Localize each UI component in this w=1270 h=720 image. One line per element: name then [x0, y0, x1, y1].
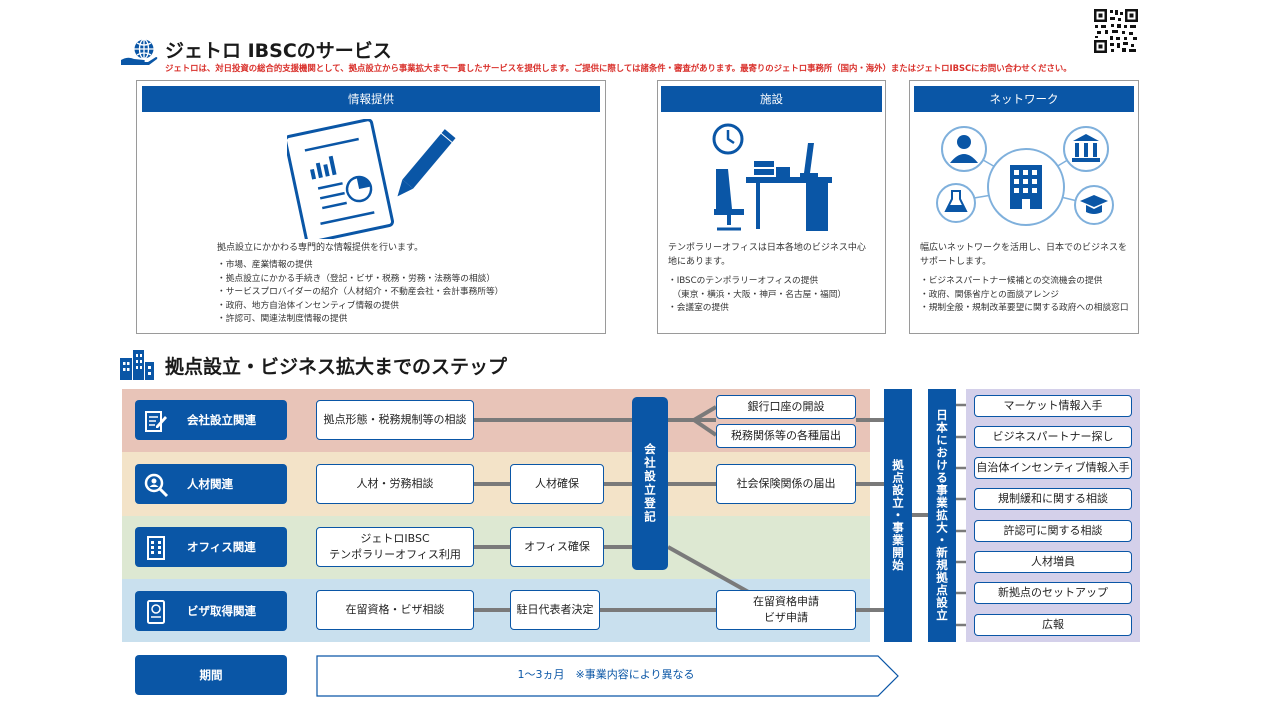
business-start-label: 拠点設立・事業開始 [891, 459, 905, 572]
expansion-item: ビジネスパートナー探し [974, 426, 1132, 448]
list-item: ・拠点設立にかかる手続き（登記・ビザ・税務・労務・法務等の相談） [217, 273, 495, 284]
list-item: ・市場、産業情報の提供 [217, 260, 313, 270]
expansion-bar: 日本における事業拡大・新規拠点設立 [928, 389, 956, 642]
expansion-item: 規制緩和に関する相談 [974, 488, 1132, 510]
step-visa-apply: 在留資格申請 ビザ申請 [716, 590, 856, 630]
card-network-title: ネットワーク [914, 86, 1134, 112]
card-facilities-title: 施設 [661, 86, 882, 112]
document-chart-icon [287, 119, 456, 239]
card-information: 情報提供 拠点設立にかかわる専門的な情報提供を行います。 ・市場、産業情報の提供… [136, 80, 606, 334]
step-visa-apply-line2: ビザ申請 [764, 611, 808, 624]
step-temp-office-line2: テンポラリーオフィス利用 [329, 548, 461, 561]
office-building-icon [147, 536, 165, 560]
period-label: 期間 [199, 668, 223, 682]
list-item: ・政府、関係省庁との面談アレンジ [920, 289, 1059, 300]
period-arrow [316, 655, 899, 697]
expansion-item: 許認可に関する相談 [974, 520, 1132, 542]
step-office-secure: オフィス確保 [510, 527, 604, 567]
step-social-insurance: 社会保険関係の届出 [716, 464, 856, 504]
page-title: ジェトロ IBSCのサービス [165, 40, 392, 62]
card-information-title: 情報提供 [142, 86, 600, 112]
card-information-list: ・市場、産業情報の提供 ・拠点設立にかかる手続き（登記・ビザ・税務・労務・法務等… [217, 259, 503, 327]
network-icon [936, 126, 1114, 226]
card-network-desc: 幅広いネットワークを活用し、日本でのビジネスをサポートします。 [920, 243, 1128, 267]
step-hr-secure: 人材確保 [510, 464, 604, 504]
person-search-icon [144, 473, 169, 498]
category-office: オフィス関連 [135, 527, 287, 567]
category-company-label: 会社設立関連 [187, 413, 256, 427]
passport-icon [147, 600, 165, 624]
expansion-item: マーケット情報入手 [974, 395, 1132, 417]
expansion-item: 新拠点のセットアップ [974, 582, 1132, 604]
card-network: ネットワーク 幅広いネットワークを活用し、日本でのビジネスをサポートします。 ・… [909, 80, 1139, 334]
office-desk-icon [712, 123, 832, 231]
business-start-bar: 拠点設立・事業開始 [884, 389, 912, 642]
expansion-item: 人材増員 [974, 551, 1132, 573]
card-network-list: ・ビジネスパートナー候補との交流機会の提供 ・政府、関係省庁との面談アレンジ ・… [920, 275, 1129, 316]
expansion-item: 広報 [974, 614, 1132, 636]
list-item: ・会議室の提供 [668, 303, 729, 313]
category-company: 会社設立関連 [135, 400, 287, 440]
step-bank-account: 銀行口座の開設 [716, 395, 856, 419]
list-item: ・サービスプロバイダーの紹介（人材紹介・不動産会社・会計事務所等） [217, 287, 504, 297]
buildings-icon [120, 350, 154, 380]
step-consult-form: 拠点形態・税務規制等の相談 [316, 400, 474, 440]
category-hr-label: 人材関連 [187, 477, 233, 491]
list-item: ・許認可、関連法制度情報の提供 [217, 314, 348, 324]
card-facilities-desc: テンポラリーオフィスは日本各地のビジネス中心地にあります。 [668, 243, 866, 267]
period-value: 1〜3ヵ月 ※事業内容により異なる [517, 668, 695, 681]
step-visa-apply-line1: 在留資格申請 [753, 595, 819, 608]
period-label-box: 期間 [135, 655, 287, 695]
expansion-item: 自治体インセンティブ情報入手 [974, 457, 1132, 479]
card-facilities: 施設 テンポラリーオフィスは日本各地のビジネス中心地にあります。 ・IBSCのテ… [657, 80, 886, 334]
list-item: ・規制全般・規制改革要望に関する政府への相談窓口 [920, 303, 1129, 313]
card-information-desc: 拠点設立にかかわる専門的な情報提供を行います。 [217, 243, 424, 253]
step-temp-office: ジェトロIBSC テンポラリーオフィス利用 [316, 527, 474, 567]
company-registration-label: 会社設立登記 [643, 443, 657, 524]
globe-hand-icon [121, 38, 158, 65]
list-item: ・政府、地方自治体インセンティブ情報の提供 [217, 300, 399, 311]
category-visa: ビザ取得関連 [135, 591, 287, 631]
company-registration-bar: 会社設立登記 [632, 397, 668, 570]
category-visa-label: ビザ取得関連 [187, 604, 256, 618]
step-visa-consult: 在留資格・ビザ相談 [316, 590, 474, 630]
expansion-label: 日本における事業拡大・新規拠点設立 [935, 409, 949, 622]
list-item: （東京・横浜・大阪・神戸・名古屋・福岡） [668, 289, 847, 300]
list-item: ・IBSCのテンポラリーオフィスの提供 [668, 276, 819, 286]
steps-title: 拠点設立・ビジネス拡大までのステップ [165, 356, 508, 378]
category-hr: 人材関連 [135, 464, 287, 504]
document-pen-icon [145, 411, 167, 432]
notice-text: ジェトロは、対日投資の総合的支援機関として、拠点設立から事業拡大まで一貫したサー… [165, 63, 1072, 73]
list-item: ・ビジネスパートナー候補との交流機会の提供 [920, 276, 1103, 286]
step-tax-filing: 税務関係等の各種届出 [716, 424, 856, 448]
card-facilities-list: ・IBSCのテンポラリーオフィスの提供 （東京・横浜・大阪・神戸・名古屋・福岡）… [668, 275, 846, 316]
step-representative: 駐日代表者決定 [510, 590, 600, 630]
step-temp-office-line1: ジェトロIBSC [360, 532, 430, 545]
step-hr-consult: 人材・労務相談 [316, 464, 474, 504]
category-office-label: オフィス関連 [187, 540, 256, 554]
qr-code-icon [1093, 8, 1139, 54]
